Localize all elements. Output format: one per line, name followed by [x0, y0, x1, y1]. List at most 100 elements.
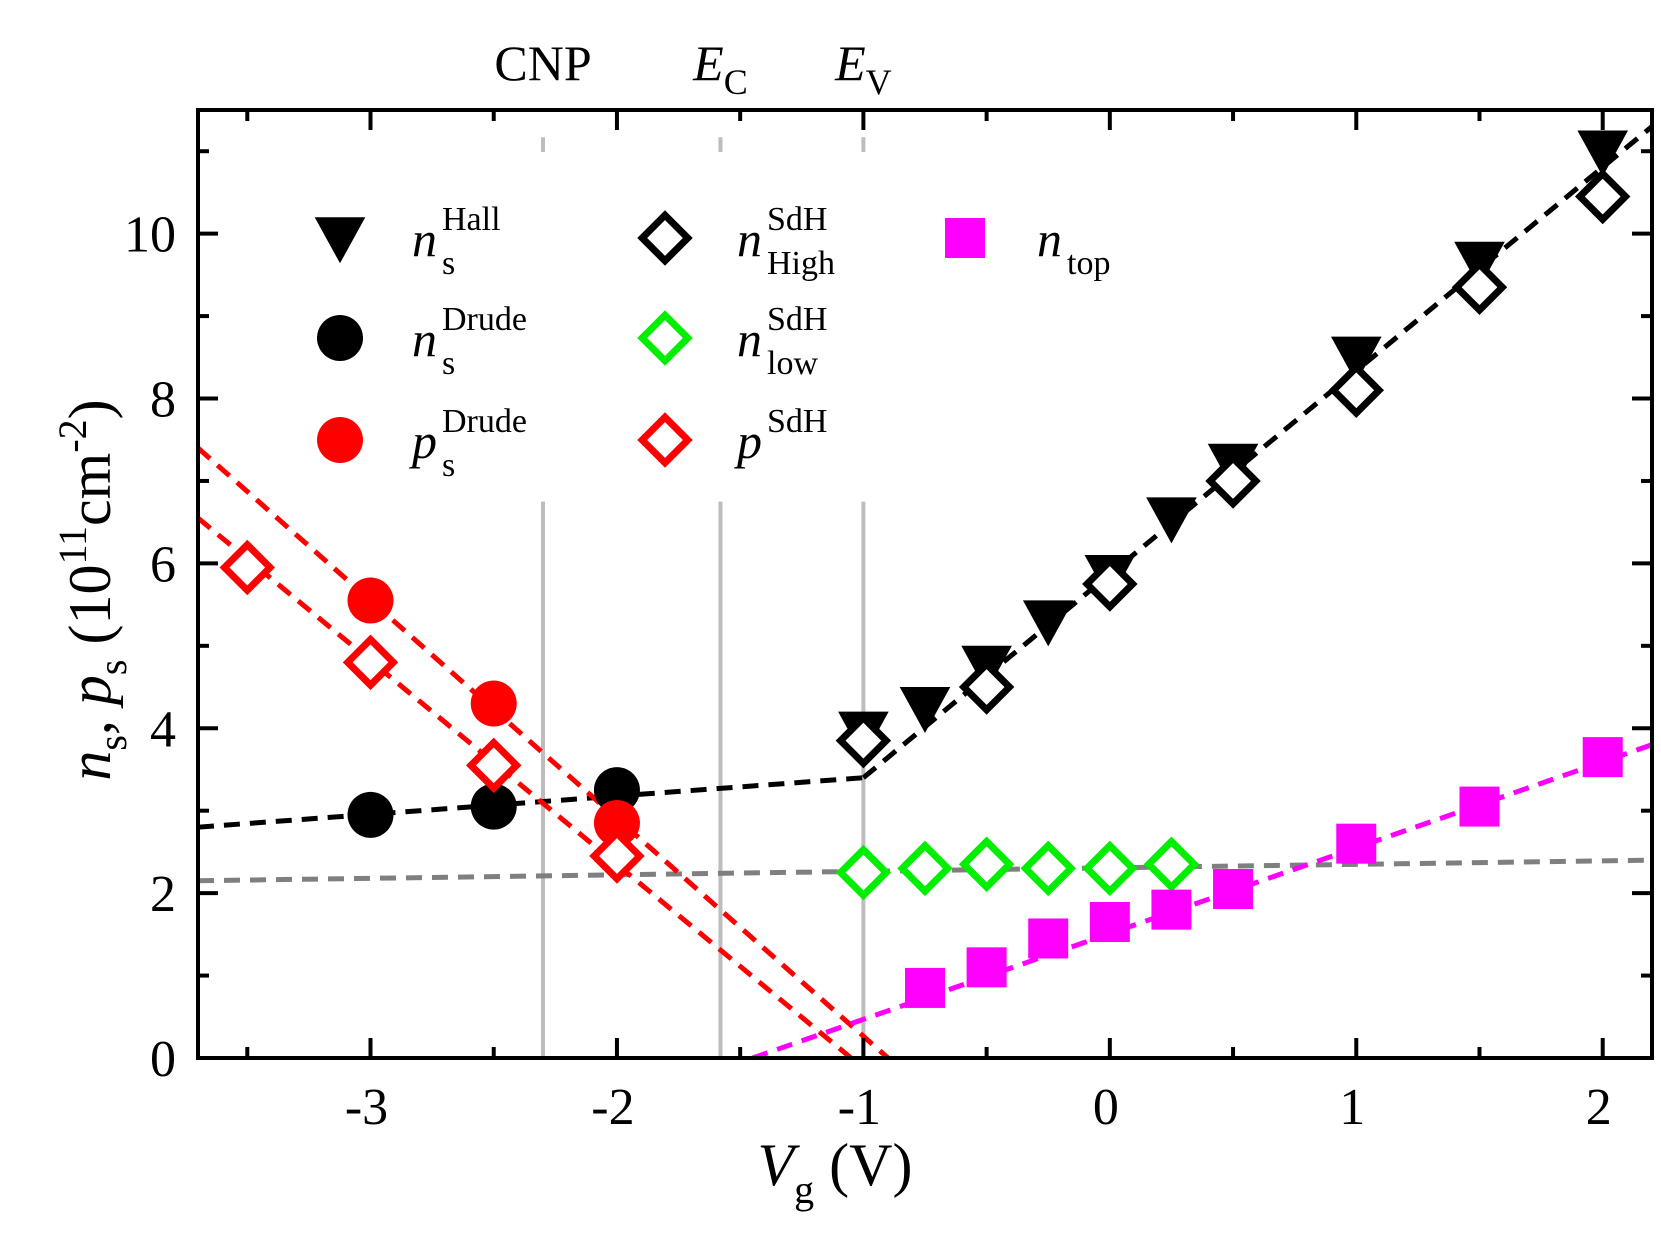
- point-n_high_sdh-4: [1328, 362, 1385, 419]
- legend-marker-ns_hall: [314, 217, 366, 264]
- legend-sup-ps_drude: Drude: [442, 403, 527, 440]
- series-n_high_sdh: [835, 168, 1631, 769]
- legend-sub-ps_drude: s: [442, 447, 455, 484]
- legend-label-n_high_sdh: n: [737, 211, 762, 267]
- series-n_top: [905, 737, 1623, 1008]
- fit-line-5: [751, 742, 1653, 1061]
- point-n_top-7: [1459, 786, 1500, 827]
- series-n_low_sdh: [835, 836, 1200, 901]
- vline-label-2: EV: [834, 35, 892, 102]
- x-tick-label-2: -1: [838, 1079, 881, 1136]
- legend-sup-ns_hall: Hall: [442, 201, 501, 238]
- point-ns_hall-7: [1330, 336, 1382, 383]
- legend-sup-ns_drude: Drude: [442, 301, 527, 338]
- point-ns_hall-1: [899, 686, 951, 733]
- legend-label-ns_drude: n: [412, 311, 437, 367]
- legend-marker-ps_drude: [317, 417, 363, 463]
- point-ns_hall-9: [1577, 130, 1629, 177]
- point-n_top-5: [1213, 869, 1254, 910]
- series-ns_drude: [347, 767, 640, 838]
- point-ns_drude-2: [593, 767, 640, 814]
- legend-label-ps_drude: p: [409, 413, 437, 469]
- point-ns_hall-5: [1146, 497, 1197, 544]
- legend-marker-n_low_sdh: [637, 310, 693, 366]
- legend-sub-ns_drude: s: [442, 345, 455, 382]
- legend-label-n_low_sdh: n: [737, 311, 762, 367]
- series-ps_drude: [347, 577, 640, 847]
- point-n_high_sdh-5: [1451, 259, 1508, 315]
- point-n_top-0: [905, 967, 945, 1008]
- point-n_top-4: [1151, 889, 1192, 930]
- point-n_low_sdh-4: [1082, 840, 1138, 897]
- x-axis-title: Vg (V): [758, 1132, 913, 1212]
- legend-label-p_sdh: p: [734, 413, 762, 469]
- point-n_top-3: [1089, 901, 1130, 942]
- point-n_high_sdh-0: [835, 712, 892, 769]
- y-tick-label-5: 10: [124, 207, 176, 264]
- legend-marker-ns_drude: [317, 315, 363, 361]
- vline-label-1: EC: [692, 35, 748, 102]
- fit-line-0: [197, 775, 864, 830]
- y-tick-label-3: 6: [150, 536, 176, 593]
- plot-frame: [196, 108, 1654, 1060]
- point-n_high_sdh-2: [1082, 556, 1138, 612]
- point-ns_drude-0: [347, 791, 394, 838]
- legend-sub-ns_hall: s: [442, 245, 455, 282]
- fit-line-4: [196, 516, 853, 1060]
- legend-sup-n_high_sdh: SdH: [767, 201, 827, 238]
- point-n_top-6: [1336, 823, 1377, 864]
- point-n_top-8: [1582, 737, 1623, 778]
- fit-line-2: [197, 857, 1653, 884]
- point-p_sdh-1: [342, 634, 399, 691]
- point-ns_drude-1: [470, 783, 517, 830]
- y-tick-label-1: 2: [150, 866, 176, 923]
- data-markers: [219, 130, 1631, 1008]
- point-p_sdh-2: [465, 737, 522, 794]
- legend-marker-n_top: [945, 218, 985, 258]
- point-n_top-2: [1028, 918, 1069, 959]
- legend-sub-n_top: top: [1067, 245, 1110, 282]
- point-n_low_sdh-5: [1143, 836, 1200, 893]
- vline-label-0: CNP: [494, 35, 591, 91]
- reference-lines: [541, 137, 866, 1058]
- x-tick-label-0: -3: [345, 1079, 388, 1136]
- legend-marker-n_high_sdh: [637, 210, 693, 266]
- point-ps_drude-0: [347, 577, 394, 624]
- series-p_sdh: [219, 539, 645, 884]
- axes: [196, 108, 1654, 1060]
- y-tick-label-0: 0: [150, 1031, 176, 1088]
- legend-label-n_top: n: [1037, 211, 1062, 267]
- point-n_low_sdh-1: [897, 840, 953, 897]
- point-n_top-1: [966, 947, 1007, 988]
- legend-marker-p_sdh: [637, 412, 693, 468]
- legend-sup-p_sdh: SdH: [767, 403, 827, 440]
- fit-line-3: [196, 446, 890, 1060]
- point-n_high_sdh-6: [1574, 168, 1631, 225]
- point-n_low_sdh-0: [835, 844, 892, 901]
- point-n_high_sdh-1: [958, 659, 1015, 715]
- legend-sub-n_high_sdh: High: [767, 245, 835, 282]
- point-n_high_sdh-3: [1205, 453, 1261, 509]
- point-ns_hall-3: [1022, 600, 1074, 647]
- legend-sub-n_low_sdh: low: [767, 345, 818, 382]
- y-tick-label-4: 8: [150, 372, 176, 429]
- point-n_low_sdh-3: [1020, 840, 1076, 897]
- x-tick-label-4: 1: [1339, 1079, 1365, 1136]
- y-tick-label-2: 4: [150, 701, 176, 758]
- point-ps_drude-1: [470, 680, 517, 727]
- legend-label-ns_hall: n: [412, 211, 437, 267]
- x-tick-label-3: 0: [1093, 1079, 1119, 1136]
- point-p_sdh-3: [589, 828, 645, 884]
- point-p_sdh-0: [219, 539, 276, 596]
- point-n_low_sdh-2: [958, 836, 1015, 893]
- x-tick-label-5: 2: [1586, 1079, 1612, 1136]
